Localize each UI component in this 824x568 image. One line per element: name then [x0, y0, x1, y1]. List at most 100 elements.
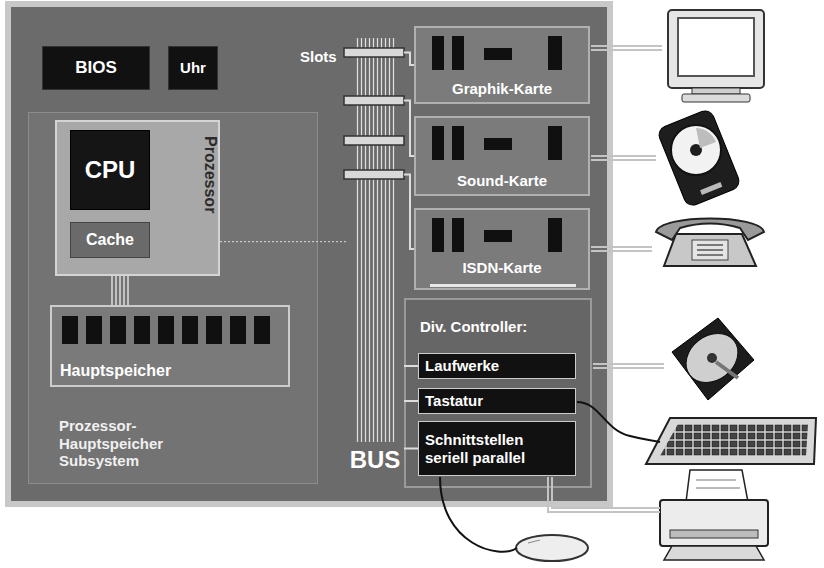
- hard-disk-icon: [716, 362, 738, 378]
- keyboard-icon: [646, 418, 816, 464]
- node-text: BUS: [350, 446, 401, 474]
- telephone-icon: [656, 219, 764, 267]
- controller-box: Schnittstellen seriell parallel: [418, 421, 576, 476]
- bus-connector: [404, 400, 418, 402]
- memory-chips: [254, 316, 270, 344]
- controller-box: Tastatur: [418, 388, 576, 414]
- peripheral-wires: [591, 46, 664, 368]
- hard-disk-icon: [707, 353, 717, 363]
- cd-drive-icon: [671, 125, 721, 175]
- subsystem-region: Prozessor-Hauptspeicher Subsystem Prozess…: [28, 112, 318, 484]
- card-chips: [432, 218, 444, 252]
- slots-label: Slots: [300, 48, 337, 65]
- memory-link: [127, 276, 129, 305]
- memory-chips: [230, 316, 246, 344]
- bus-connector: [404, 448, 418, 450]
- printer-icon: [696, 480, 740, 488]
- node-text: Sound-Karte: [457, 172, 547, 189]
- mouse-cable: [440, 477, 517, 552]
- clock-chip: Uhr: [168, 46, 218, 90]
- node-text: Prozessor: [201, 136, 219, 213]
- monitor-icon: [682, 94, 750, 102]
- printer-icon: [670, 530, 758, 538]
- node-text: BIOS: [75, 58, 117, 78]
- node-text: Tastatur: [425, 392, 483, 409]
- card-chips: [452, 36, 464, 70]
- memory-chips: [86, 316, 102, 344]
- keyboard-icon: [660, 424, 808, 456]
- node-text: Prozessor-Hauptspeicher Subsystem: [59, 417, 189, 469]
- card-chips: [484, 138, 512, 150]
- cd-drive-icon: [700, 182, 722, 195]
- memory-link: [115, 276, 117, 305]
- mouse-icon: [516, 535, 588, 561]
- node-text: Hauptspeicher: [60, 362, 171, 380]
- memory-chips: [62, 316, 78, 344]
- node-text: Uhr: [180, 59, 206, 76]
- bios-chip: BIOS: [42, 46, 150, 90]
- card-chips: [548, 36, 562, 70]
- card-chips: [452, 218, 464, 252]
- hard-disk-icon: [672, 318, 754, 400]
- memory-chips: [62, 316, 270, 344]
- card-chips: [484, 230, 512, 242]
- telephone-icon: [697, 245, 723, 255]
- hard-disk-icon: [672, 318, 754, 400]
- monitor-icon: [678, 18, 754, 76]
- cd-drive-icon: [656, 108, 741, 208]
- node-text: Cache: [86, 231, 134, 249]
- printer-icon: [660, 470, 768, 560]
- card-chips: [484, 48, 512, 60]
- bus-connector: [404, 101, 414, 157]
- bus-connector: [404, 365, 418, 367]
- controller-group: Div. Controller: LaufwerkeTastaturSchnitt…: [404, 298, 592, 488]
- printer-icon: [686, 470, 748, 502]
- bus-connector: [404, 175, 414, 250]
- slot: [344, 48, 404, 57]
- memory-link: [111, 276, 113, 305]
- memory-chips: [206, 316, 222, 344]
- card-chips: [548, 218, 562, 252]
- cd-drive-icon: [696, 128, 716, 148]
- card-edge: [430, 284, 576, 287]
- node-text: Graphik-Karte: [452, 80, 552, 97]
- mouse-icon: [528, 540, 540, 543]
- node-text: Schnittstellen seriell parallel: [425, 431, 555, 466]
- memory-chips: [134, 316, 150, 344]
- slot: [344, 96, 404, 105]
- card-chips: [432, 126, 444, 160]
- node-text: ISDN-Karte: [462, 259, 541, 276]
- cd-drive-icon: [656, 108, 741, 208]
- card-chips: [548, 126, 562, 160]
- monitor-icon: [692, 88, 740, 94]
- peripheral-wires: [591, 250, 652, 252]
- processor-box: Prozessor CPU Cache: [55, 120, 220, 276]
- cpu-box: CPU: [70, 130, 150, 210]
- telephone-icon: [656, 219, 764, 241]
- peripheral-wires: [591, 45, 662, 47]
- node-text: Div. Controller:: [420, 318, 527, 335]
- slot: [344, 136, 404, 145]
- node-text: Laufwerke: [425, 357, 499, 374]
- mainboard: [8, 4, 610, 504]
- keyboard-icon: [646, 418, 816, 464]
- printer-icon: [660, 500, 768, 546]
- slot: [344, 170, 404, 179]
- memory-chips: [110, 316, 126, 344]
- slot: [344, 48, 404, 179]
- node-text: CPU: [85, 156, 136, 184]
- peripheral-wires: [593, 363, 664, 365]
- peripheral-wires: [593, 367, 664, 369]
- cache-box: Cache: [70, 222, 150, 258]
- card-chips: [452, 126, 464, 160]
- peripheral-wires: [591, 159, 656, 161]
- label-anchor: Slots: [300, 48, 337, 65]
- monitor-icon: [668, 10, 764, 88]
- monitor-icon: [668, 10, 764, 102]
- peripheral-wires: [591, 155, 656, 157]
- memory-chips: [182, 316, 198, 344]
- telephone-icon: [692, 240, 728, 260]
- memory-chips: [158, 316, 174, 344]
